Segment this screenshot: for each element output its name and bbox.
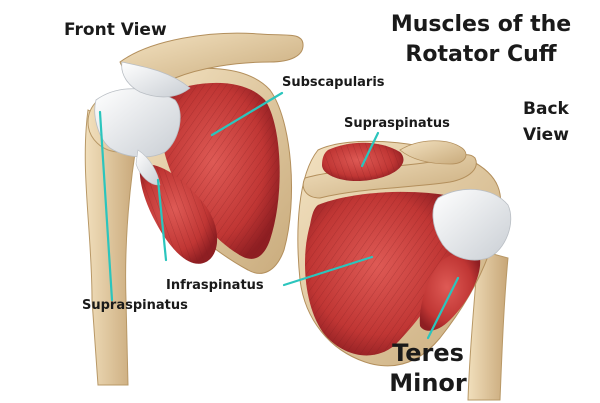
- label-teres-minor-line-2: Minor: [389, 369, 467, 397]
- back-tendons: [432, 188, 512, 261]
- back-teres-minor: [419, 251, 481, 331]
- title-line-2: Rotator Cuff: [405, 42, 557, 67]
- back-view-label-line-1: Back: [523, 99, 569, 119]
- front-view-label: Front View: [64, 20, 167, 40]
- back-view-label: Back View: [523, 96, 569, 148]
- pointer-infraspinatus-back: [282, 255, 374, 287]
- pointer-infraspinatus-front: [156, 178, 168, 262]
- label-supraspinatus-back: Supraspinatus: [344, 116, 450, 131]
- diagram-title: Muscles of the Rotator Cuff: [372, 10, 590, 70]
- pointer-supraspinatus-back: [360, 131, 380, 168]
- back-humerus: [467, 249, 509, 401]
- label-teres-minor: Teres Minor: [386, 338, 470, 398]
- label-infraspinatus: Infraspinatus: [166, 278, 264, 293]
- title-line-1: Muscles of the: [390, 12, 572, 37]
- pointer-teres-minor: [426, 276, 460, 340]
- front-humerus: [84, 109, 139, 386]
- front-view-shoulder: [84, 32, 304, 386]
- label-teres-minor-line-1: Teres: [392, 339, 464, 367]
- pointer-lines: [98, 91, 460, 340]
- label-subscapularis: Subscapularis: [282, 75, 385, 90]
- back-view-shoulder: [297, 140, 512, 401]
- back-view-label-line-2: View: [523, 125, 569, 145]
- pointer-subscapularis: [210, 91, 284, 137]
- label-supraspinatus-front: Supraspinatus: [82, 298, 188, 313]
- pointer-supraspinatus-front: [98, 110, 114, 302]
